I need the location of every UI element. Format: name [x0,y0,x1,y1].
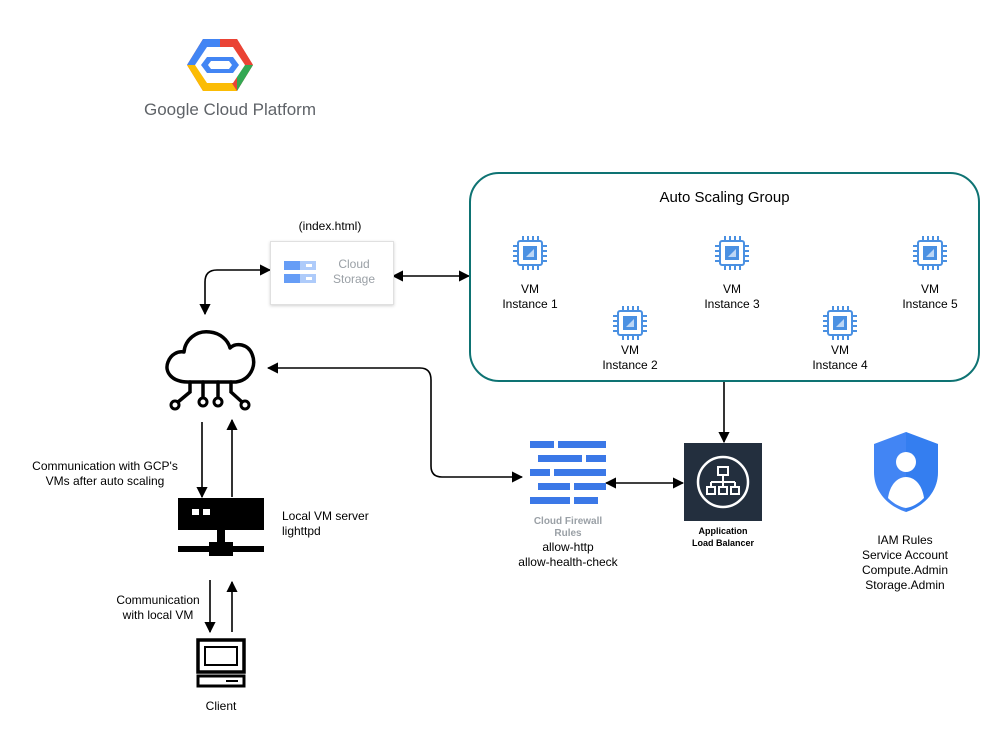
vm-chip-icon [912,235,948,271]
storage-caption: (index.html) [298,219,362,233]
vm-label-line2: Instance 3 [704,297,760,311]
vm-chip-icon [822,305,858,341]
gcp-hexagon-icon [187,39,253,91]
cloud-storage-connector [199,264,272,316]
firewall-title2: Rules [554,528,582,539]
vm-instance-2: VM Instance 2 [590,305,670,385]
load-balancer-label: Application Load Balancer [668,525,778,549]
vm-label-line1: VM [831,343,849,357]
gcp-logo-text: Google Cloud Platform [144,100,316,119]
firewall-icon [530,441,606,504]
cloud-firewall-connector [266,362,524,483]
load-balancer-icon [696,455,750,509]
vm-label-line1: VM [723,282,741,296]
client-computer-icon [196,638,246,688]
vm-chip-icon [512,235,548,271]
local-communication-label: Communication with local VM [110,593,206,623]
gcp-comm-line2: VMs after auto scaling [45,474,165,488]
gcp-communication-label: Communication with GCP's VMs after auto … [20,459,190,489]
vm-instance-5: VM Instance 5 [890,235,970,315]
load-balancer-node [684,443,762,521]
cloud-storage-node: Cloud Storage [270,241,394,305]
vm-label-line2: Instance 4 [812,358,868,372]
vm-label-line1: VM [921,282,939,296]
iam-line4: Storage.Admin [865,578,945,592]
gcp-logo: Google Cloud Platform [140,30,316,130]
firewall-title1: Cloud Firewall [533,516,603,527]
local-server-label: Local VM server lighttpd [282,509,369,539]
vm-instance-1: VM Instance 1 [490,235,570,315]
vm-chip-icon [714,235,750,271]
vm-label-line1: VM [621,343,639,357]
vm-label-line1: VM [521,282,539,296]
client-label: Client [205,699,237,713]
vm-chip-icon [612,305,648,341]
vm-instance-3: VM Instance 3 [692,235,772,315]
local-server-line2: lighttpd [282,524,321,538]
vm-label-line2: Instance 1 [502,297,558,311]
vm-instance-4: VM Instance 4 [800,305,880,385]
local-comm-line2: with local VM [122,608,194,622]
iam-shield-icon [874,432,938,512]
firewall-label: Cloud Firewall Rules allow-http allow-he… [513,516,623,570]
firewall-rule1: allow-http [542,540,594,554]
asg-title: Auto Scaling Group [659,189,790,206]
iam-line3: Compute.Admin [861,563,949,577]
cloud-network-icon [165,330,256,411]
local-comm-line1: Communication [116,593,200,607]
vm-label-line2: Instance 5 [902,297,958,311]
iam-line2: Service Account [861,548,949,562]
firewall-rule2: allow-health-check [518,555,618,569]
alb-line1: Application [698,526,748,536]
storage-label-line2: Storage [332,272,376,286]
storage-label-line1: Cloud [338,257,370,271]
alb-line2: Load Balancer [691,538,755,548]
local-server-line1: Local VM server [282,509,369,523]
auto-scaling-group [469,172,980,382]
gcp-comm-line1: Communication with GCP's [32,459,178,473]
cloud-storage-icon [284,261,316,283]
server-icon [178,498,264,556]
vm-label-line2: Instance 2 [602,358,658,372]
iam-line1: IAM Rules [877,533,933,547]
iam-label: IAM Rules Service Account Compute.Admin … [850,533,960,593]
